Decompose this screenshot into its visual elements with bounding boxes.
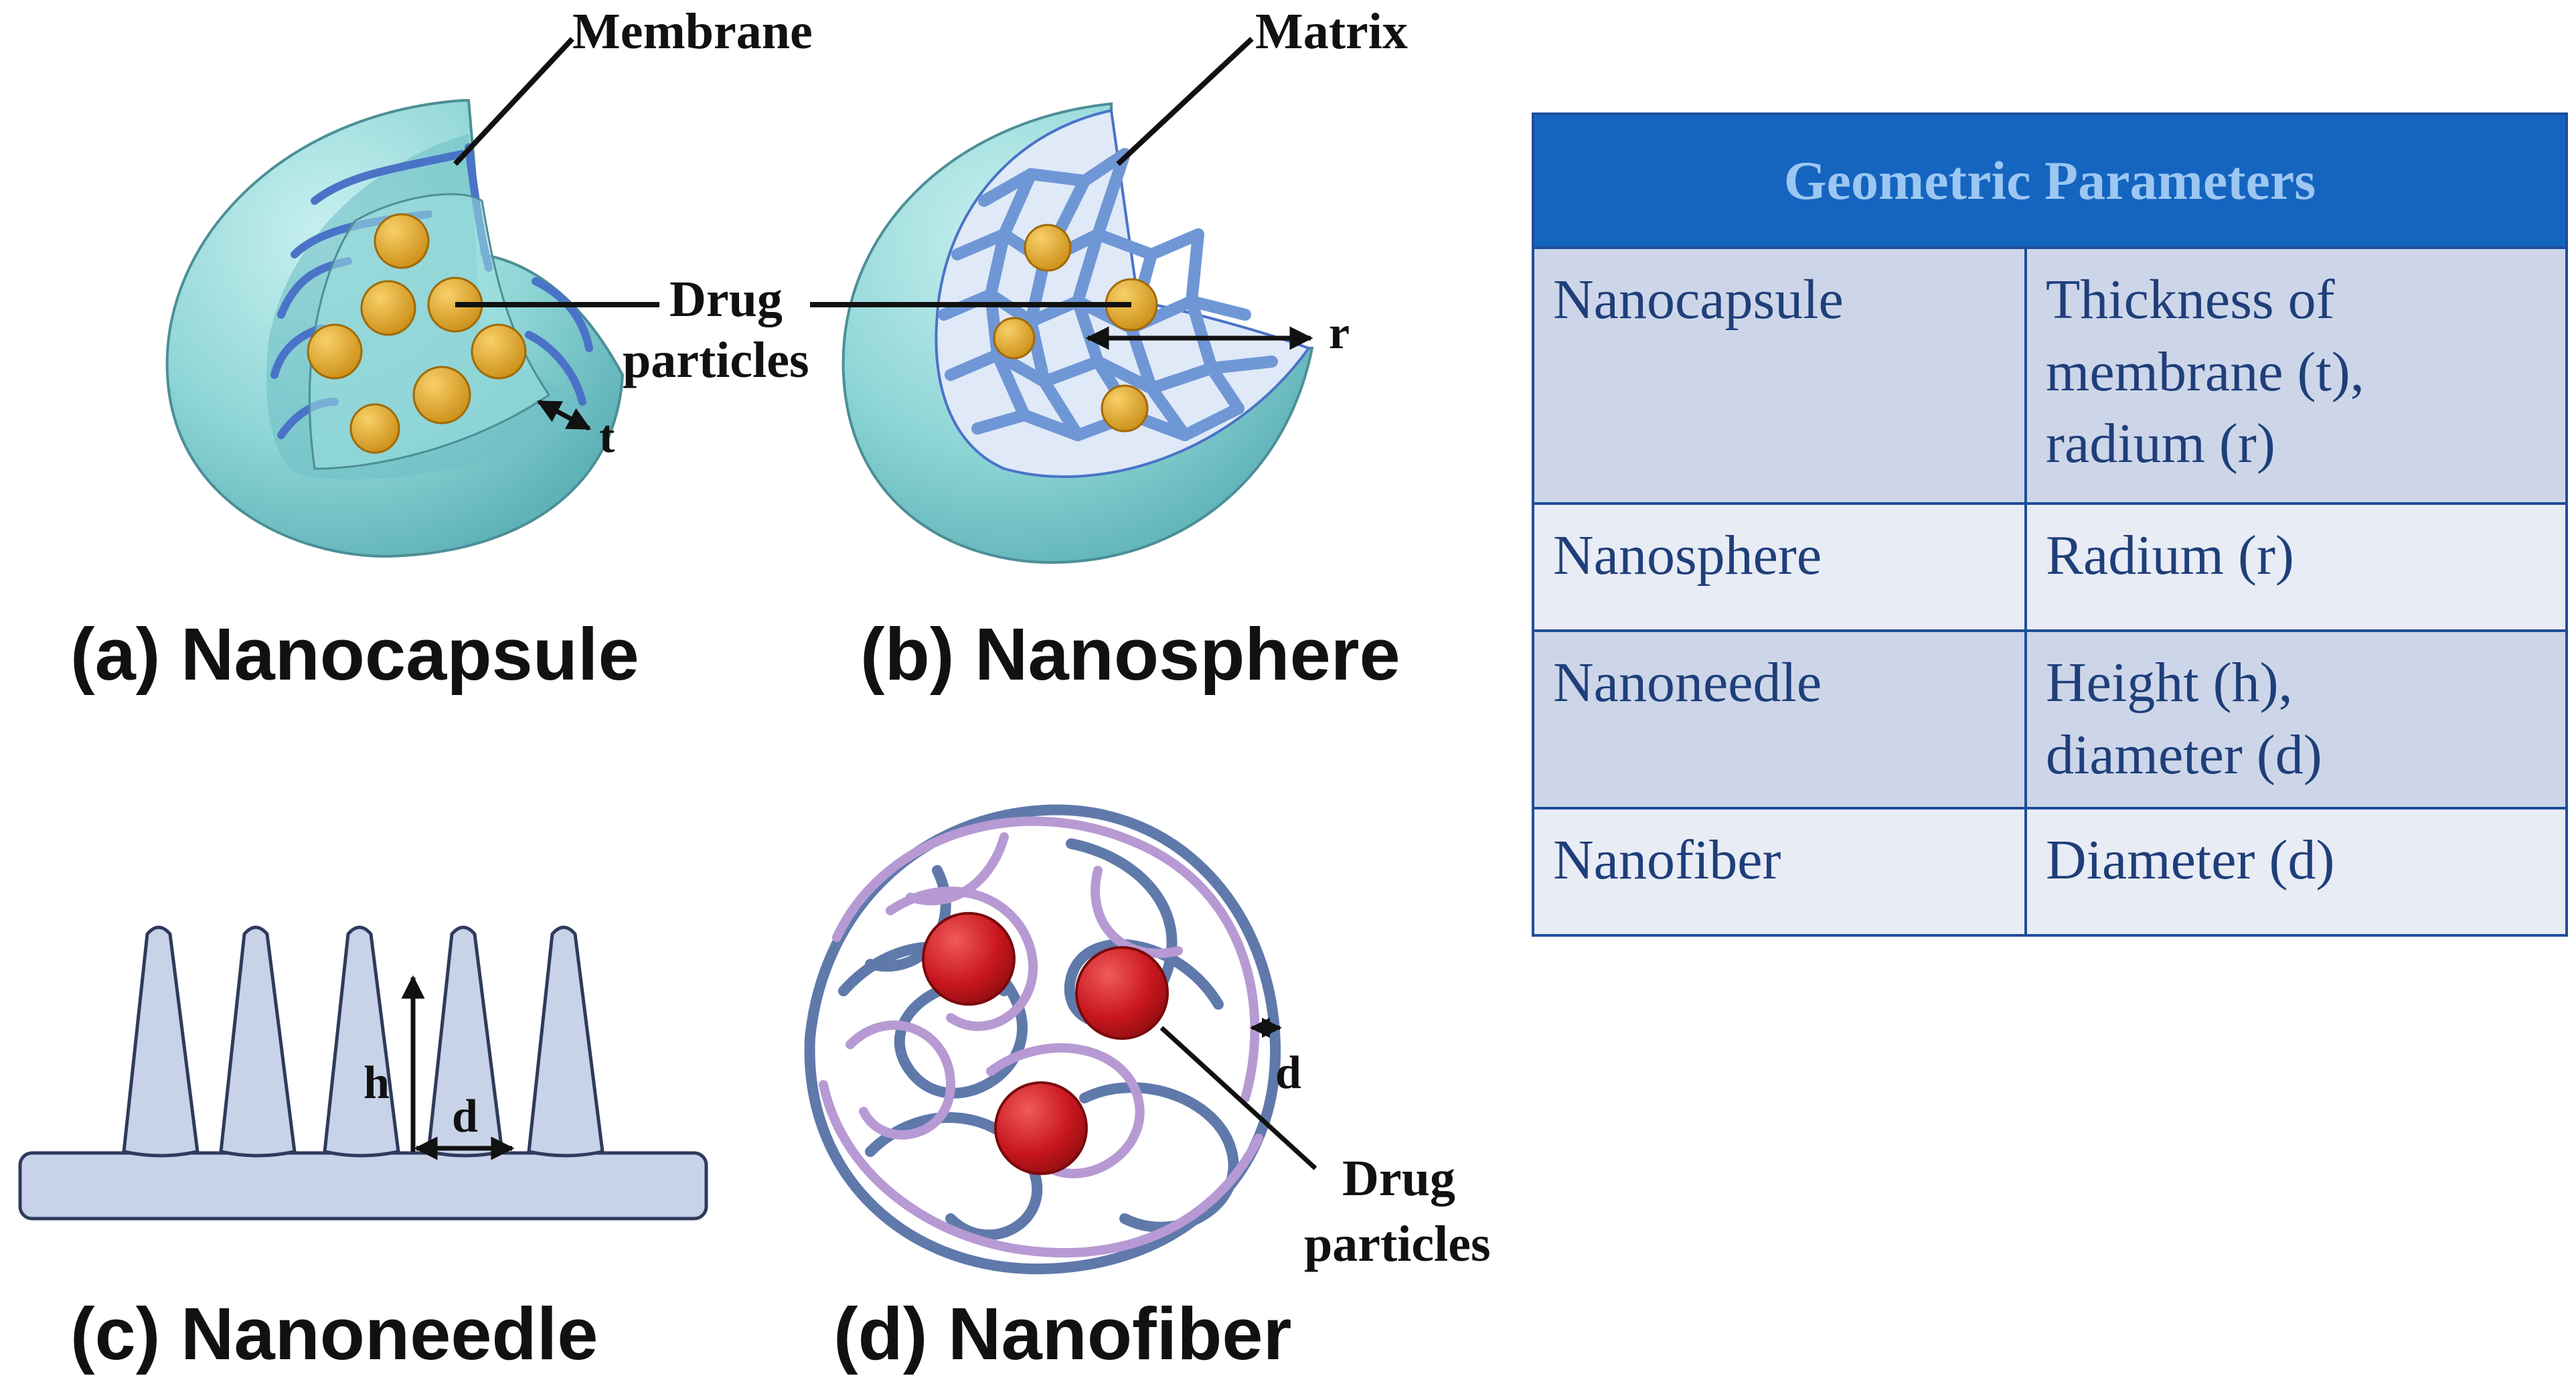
table-row: Nanosphere Radium (r) [1532,502,2568,632]
table-cell-params: Height (h), diameter (d) [2024,629,2568,809]
geometric-parameters-table: Geometric Parameters Nanocapsule Thickne… [1532,112,2568,937]
table-row: Nanoneedle Height (h), diameter (d) [1532,629,2568,809]
panel-d-title: (d) Nanofiber [833,1293,1291,1375]
param-line: Thickness of [2046,268,2335,331]
fiber-purple-strands [819,816,1263,1257]
needle-array [122,925,605,1158]
table-cell-params: Diameter (d) [2024,807,2568,937]
param-line: diameter (d) [2046,723,2322,786]
capsule-drug-particles [307,213,527,454]
drug-particles-label-line2: particles [623,332,809,388]
nanofiber-illustration: d Drug particles [804,804,1491,1275]
panel-a-title: (a) Nanocapsule [70,613,639,696]
table-cell-shape: Nanofiber [1532,807,2027,937]
height-label: h [364,1057,390,1109]
diameter-label-fiber: d [1275,1047,1301,1099]
panel-c-title: (c) Nanoneedle [70,1293,598,1375]
matrix-label: Matrix [1255,3,1408,60]
param-line: membrane (t), [2046,340,2364,403]
nanocapsule-illustration: Membrane t [165,3,813,558]
table-cell-shape: Nanoneedle [1532,629,2027,809]
fiber-drug-particles [922,912,1169,1175]
table-cell-shape: Nanocapsule [1532,246,2027,505]
param-line: Height (h), [2046,651,2293,714]
table-cell-shape: Nanosphere [1532,502,2027,632]
panel-b-title: (b) Nanosphere [860,613,1400,696]
membrane-leader-line [453,37,574,166]
thickness-label: t [599,411,615,463]
fiber-drug-label-line2: particles [1304,1216,1491,1272]
needle-substrate [18,1151,708,1221]
table-header: Geometric Parameters [1532,112,2568,249]
table-cell-params: Radium (r) [2024,502,2568,632]
radius-label: r [1329,307,1350,359]
fiber-drug-label-line1: Drug [1342,1150,1455,1207]
drug-particles-label-line1: Drug [669,271,783,327]
sphere-drug-particles [993,224,1158,433]
nanoneedle-illustration: h d [18,925,708,1221]
diameter-label-needle: d [452,1091,478,1142]
thickness-arrow [536,399,592,431]
matrix-leader-line [1116,37,1254,166]
param-line: Radium (r) [2046,524,2294,587]
drug-leader-line-d [1159,1026,1317,1170]
table-header-row: Geometric Parameters [1532,112,2568,249]
nanosphere-illustration: Matrix r [810,3,1408,564]
table-cell-params: Thickness of membrane (t), radium (r) [2024,246,2568,505]
param-line: radium (r) [2046,412,2275,475]
membrane-label: Membrane [572,3,813,60]
param-line: Diameter (d) [2046,829,2335,891]
table-row: Nanofiber Diameter (d) [1532,807,2568,937]
table-row: Nanocapsule Thickness of membrane (t), r… [1532,246,2568,505]
